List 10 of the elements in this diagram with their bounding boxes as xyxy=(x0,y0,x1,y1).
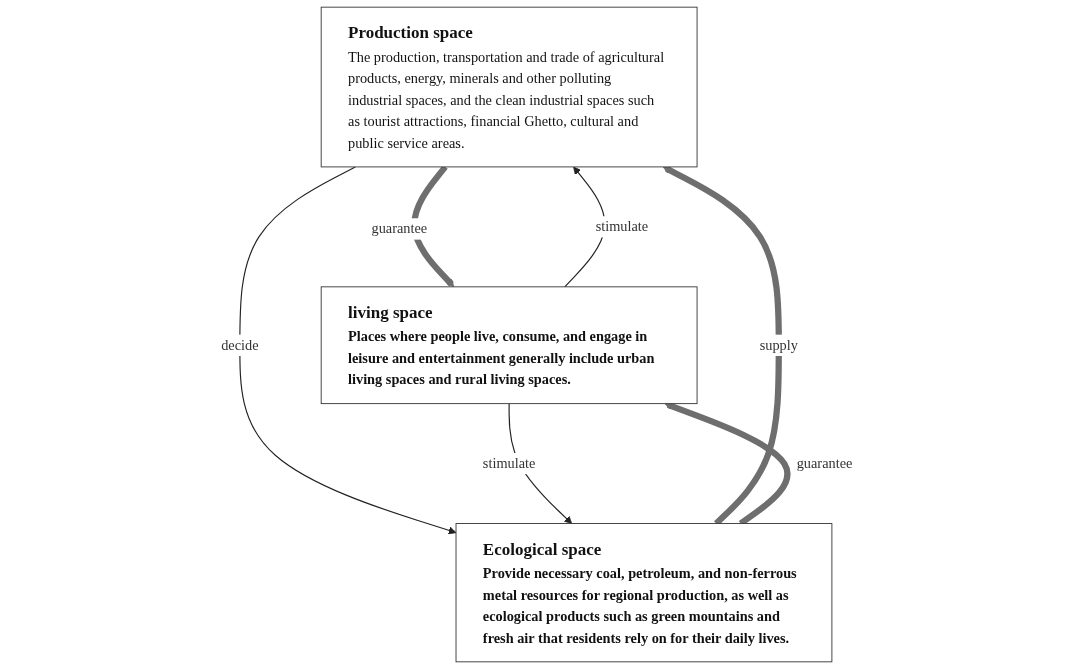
edge-label: stimulate xyxy=(483,455,536,471)
edge-label: guarantee xyxy=(371,220,428,237)
node-box: Ecological space Provide necessary coal, petroleum, and non-ferrous metal resources for regional production, as well as ecological products such as green mountains and fresh air that residents rely on for their daily lives. xyxy=(455,523,833,663)
node-box: Production space The production, transportation and trade of agricultural products, energy, minerals and other polluting industrial spaces, and the clean industrial spaces such as tourist attractions, financial Ghetto, cultural and public service areas. xyxy=(320,6,698,168)
edge-label: stimulate xyxy=(595,218,649,235)
edge-label: guarantee xyxy=(796,455,853,471)
arrow xyxy=(239,166,457,535)
edge-label: supply xyxy=(759,337,799,353)
edge-label: decide xyxy=(221,337,259,353)
node-box: living space Places where people live, consume, and engage in leisure and entertainment generally include urban living spaces and rural living spaces. xyxy=(320,286,698,405)
